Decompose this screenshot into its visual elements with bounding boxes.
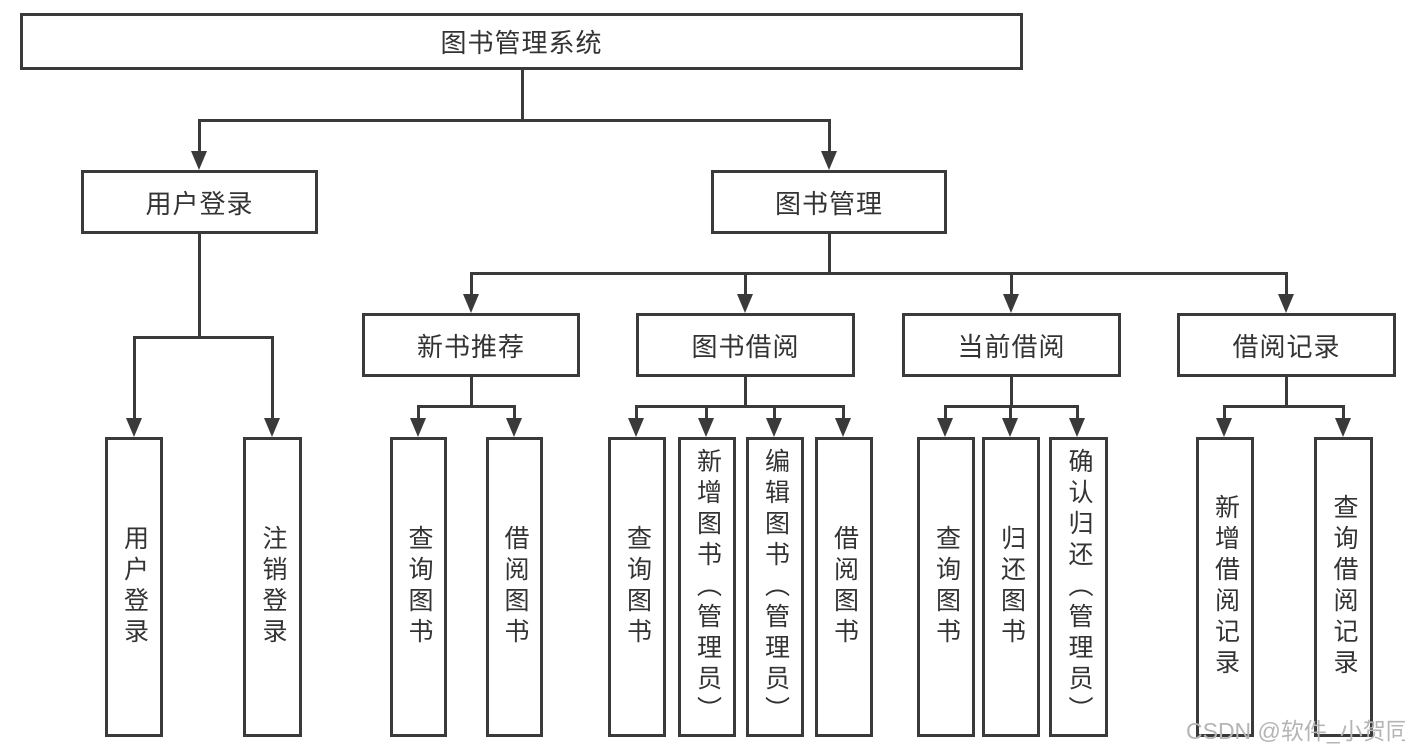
leaf-borrow-add-admin: 新增图书（管理员）	[678, 437, 736, 737]
node-borrow-records: 借阅记录	[1177, 313, 1396, 377]
connector-borrow-stem	[744, 377, 747, 408]
leaf-borrow-query: 查询图书	[608, 437, 666, 737]
leaf-user-login: 用户登录	[105, 437, 163, 737]
leaf-borrow-borrow-label: 借阅图书	[830, 525, 859, 649]
arrow-down-icon	[1003, 294, 1019, 313]
node-book-management: 图书管理	[711, 170, 947, 234]
arrow-down-icon	[506, 418, 522, 437]
connector-records-bar	[1223, 405, 1345, 408]
connector-arrow-shaft	[842, 405, 845, 422]
leaf-logout: 注销登录	[243, 437, 302, 737]
leaf-records-query: 查询借阅记录	[1314, 437, 1373, 737]
connector-arrow-shaft	[1076, 405, 1079, 422]
connector-arrow-shaft	[1223, 405, 1226, 422]
connector-arrow-shaft-current	[1010, 272, 1013, 298]
arrow-down-icon	[835, 418, 851, 437]
connector-bookmgmt-bar	[470, 272, 1287, 275]
connector-arrow-shaft	[944, 405, 947, 422]
connector-user-bar	[133, 336, 273, 339]
node-user-login: 用户登录	[81, 170, 318, 234]
connector-arrow-shaft-borrow	[744, 272, 747, 298]
node-current-borrow: 当前借阅	[902, 313, 1121, 377]
leaf-borrow-add-admin-label: 新增图书（管理员）	[693, 447, 722, 727]
connector-arrow-shaft	[1342, 405, 1345, 422]
connector-arrow-shaft	[773, 405, 776, 422]
leaf-current-query: 查询图书	[917, 437, 975, 737]
arrow-down-icon	[410, 418, 426, 437]
connector-arrow-shaft	[417, 405, 420, 422]
leaf-current-return: 归还图书	[982, 437, 1040, 737]
leaf-current-confirm-admin-label: 确认归还（管理员）	[1065, 447, 1093, 727]
connector-arrow-shaft-user	[198, 119, 201, 155]
connector-current-stem	[1010, 377, 1013, 408]
connector-arrow-shaft-login	[133, 336, 136, 422]
connector-arrow-shaft	[513, 405, 516, 422]
leaf-borrow-borrow: 借阅图书	[815, 437, 873, 737]
arrow-down-icon	[937, 418, 953, 437]
arrow-down-icon	[821, 151, 837, 170]
leaf-current-query-label: 查询图书	[932, 525, 961, 649]
arrow-down-icon	[1335, 418, 1351, 437]
leaf-current-return-label: 归还图书	[997, 525, 1026, 649]
arrow-down-icon	[126, 418, 142, 437]
arrow-down-icon	[1069, 418, 1085, 437]
connector-bookmgmt-stem	[828, 234, 831, 275]
connector-arrow-shaft	[1009, 405, 1012, 422]
node-current-borrow-label: 当前借阅	[957, 331, 1066, 362]
leaf-borrow-query-label: 查询图书	[623, 525, 652, 649]
leaf-records-add-label: 新增借阅记录	[1211, 494, 1240, 680]
node-book-borrow: 图书借阅	[636, 313, 855, 377]
arrow-down-icon	[264, 418, 280, 437]
leaf-logout-label: 注销登录	[259, 525, 287, 649]
arrow-down-icon	[191, 151, 207, 170]
connector-user-stem	[198, 234, 201, 339]
node-borrow-records-label: 借阅记录	[1232, 331, 1341, 362]
leaf-newbook-borrow: 借阅图书	[486, 437, 543, 737]
connector-arrow-shaft-logout	[271, 336, 274, 422]
leaf-newbook-query: 查询图书	[390, 437, 447, 737]
connector-arrow-shaft-newbook	[470, 272, 473, 298]
connector-arrow-shaft	[705, 405, 708, 422]
node-root: 图书管理系统	[20, 13, 1023, 70]
arrow-down-icon	[463, 294, 479, 313]
connector-arrow-shaft-records	[1285, 272, 1288, 298]
connector-root-bar	[198, 119, 831, 122]
arrow-down-icon	[766, 418, 782, 437]
arrow-down-icon	[1216, 418, 1232, 437]
node-root-label: 图书管理系统	[440, 28, 603, 58]
connector-borrow-bar	[635, 405, 845, 408]
leaf-records-add: 新增借阅记录	[1196, 437, 1254, 737]
connector-root-stem	[521, 70, 524, 121]
leaf-newbook-query-label: 查询图书	[405, 525, 433, 649]
node-new-book-recommend: 新书推荐	[362, 313, 580, 377]
leaf-borrow-edit-admin-label: 编辑图书（管理员）	[761, 447, 790, 727]
arrow-down-icon	[1002, 418, 1018, 437]
arrow-down-icon	[628, 418, 644, 437]
node-new-book-recommend-label: 新书推荐	[416, 331, 525, 362]
leaf-records-query-label: 查询借阅记录	[1330, 494, 1358, 680]
arrow-down-icon	[737, 294, 753, 313]
leaf-borrow-edit-admin: 编辑图书（管理员）	[746, 437, 804, 737]
leaf-newbook-borrow-label: 借阅图书	[501, 525, 529, 649]
connector-records-stem	[1285, 377, 1288, 408]
node-book-management-label: 图书管理	[774, 188, 883, 219]
leaf-user-login-label: 用户登录	[120, 525, 149, 649]
leaf-current-confirm-admin: 确认归还（管理员）	[1049, 437, 1108, 737]
connector-newbook-stem	[470, 377, 473, 408]
arrow-down-icon	[698, 418, 714, 437]
connector-arrow-shaft	[635, 405, 638, 422]
connector-arrow-shaft-bookmgmt	[828, 119, 831, 155]
node-user-login-label: 用户登录	[145, 188, 254, 219]
csdn-watermark: CSDN @软件_小贺同学	[1186, 718, 1405, 744]
arrow-down-icon	[1278, 294, 1294, 313]
connector-newbook-bar	[417, 405, 516, 408]
node-book-borrow-label: 图书借阅	[691, 331, 800, 362]
